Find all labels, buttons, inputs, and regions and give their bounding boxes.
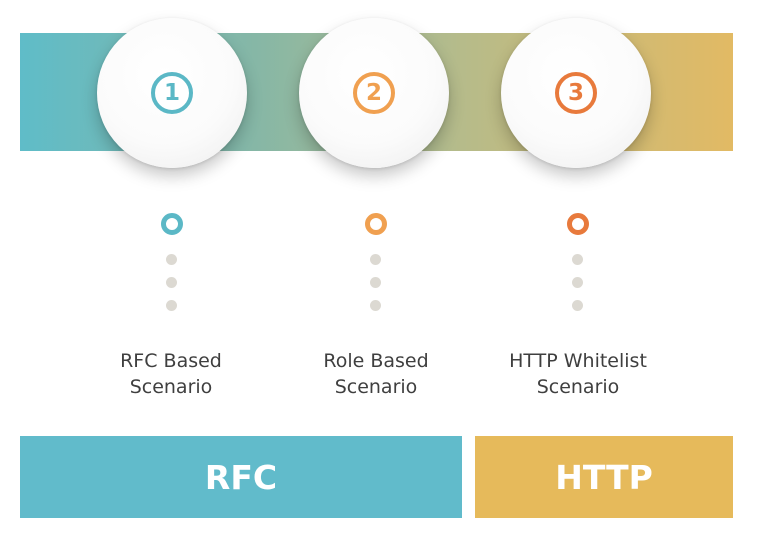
step-1-label-line2: Scenario <box>129 376 213 398</box>
step-1-number: 1 <box>151 72 193 114</box>
step-3-connector-dot <box>572 254 583 265</box>
step-1-marker <box>161 213 183 235</box>
step-1-label: RFC Based Scenario <box>71 348 271 400</box>
http-category-label: HTTP <box>555 457 653 497</box>
step-3-number: 3 <box>555 72 597 114</box>
step-3-connector-dot <box>572 277 583 288</box>
step-3-label-line2: Scenario <box>536 376 620 398</box>
step-2-label: Role Based Scenario <box>276 348 476 400</box>
rfc-category-label: RFC <box>204 457 278 497</box>
http-category-bar: HTTP <box>475 436 733 518</box>
step-2-number: 2 <box>353 72 395 114</box>
step-2-circle: 2 <box>299 18 449 168</box>
step-3-connector-dot <box>572 300 583 311</box>
step-3-label-line1: HTTP Whitelist <box>509 350 647 372</box>
step-1-connector-dot <box>166 300 177 311</box>
step-1-connector-dot <box>166 277 177 288</box>
step-3-label: HTTP Whitelist Scenario <box>478 348 678 400</box>
step-2-marker <box>365 213 387 235</box>
step-2-connector-dot <box>370 300 381 311</box>
step-1-label-line1: RFC Based <box>120 350 222 372</box>
step-2-label-line2: Scenario <box>334 376 418 398</box>
step-2-connector-dot <box>370 277 381 288</box>
step-2-connector-dot <box>370 254 381 265</box>
rfc-category-bar: RFC <box>20 436 462 518</box>
step-1-connector-dot <box>166 254 177 265</box>
step-3-circle: 3 <box>501 18 651 168</box>
step-1-circle: 1 <box>97 18 247 168</box>
step-3-marker <box>567 213 589 235</box>
step-2-label-line1: Role Based <box>323 350 429 372</box>
